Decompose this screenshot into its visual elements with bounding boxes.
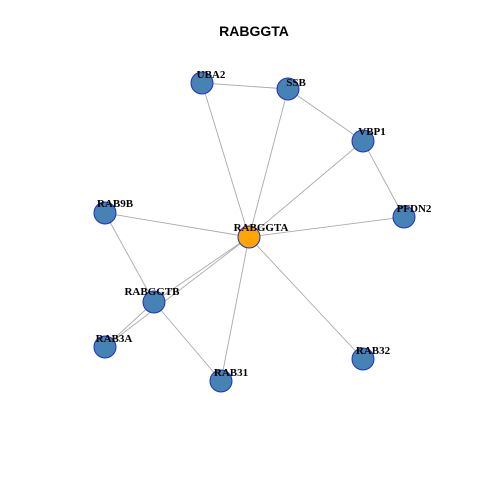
- edge-vbp1-pfdn2: [362, 140, 405, 218]
- node-pfdn2: [392, 205, 416, 229]
- edge-rabggta-rab9b: [104, 212, 250, 238]
- edge-rabggta-rab3a: [104, 236, 250, 348]
- edge-rab9b-rabggtb: [104, 212, 155, 303]
- node-uba2: [190, 71, 214, 95]
- node-label-rab3a: RAB3A: [96, 333, 133, 345]
- edge-rabggta-ssb: [248, 88, 289, 238]
- node-rab9b: [93, 201, 117, 225]
- edge-ssb-vbp1: [287, 88, 364, 142]
- edge-rabggta-rabggtb: [153, 236, 250, 303]
- edge-rabggta-rab32: [248, 236, 364, 360]
- node-rab3a: [93, 335, 117, 359]
- node-rabggtb: [142, 290, 166, 314]
- edge-rabggta-pfdn2: [248, 216, 405, 238]
- node-layer: [93, 71, 416, 393]
- edge-rabggta-uba2: [201, 82, 250, 238]
- node-label-vbp1: VBP1: [358, 126, 386, 138]
- node-rab32: [351, 347, 375, 371]
- node-label-rab31: RAB31: [214, 367, 248, 379]
- node-rab31: [209, 369, 233, 393]
- node-ssb: [276, 77, 300, 101]
- edge-rabggta-rab31: [220, 236, 250, 382]
- edge-rabggtb-rab31: [153, 301, 222, 382]
- edge-uba2-ssb: [201, 82, 289, 90]
- node-label-rabggtb: RABGGTB: [124, 286, 180, 298]
- node-vbp1: [351, 129, 375, 153]
- node-label-rabggta: RABGGTA: [234, 222, 289, 234]
- node-label-ssb: SSB: [286, 77, 306, 89]
- node-label-rab32: RAB32: [356, 345, 391, 357]
- edge-rabggta-vbp1: [248, 140, 364, 238]
- node-label-rab9b: RAB9B: [97, 198, 134, 210]
- node-label-pfdn2: PFDN2: [397, 203, 432, 215]
- graph-title: RABGGTA: [219, 23, 289, 39]
- node-rabggta: [237, 225, 261, 249]
- node-label-uba2: UBA2: [197, 69, 226, 81]
